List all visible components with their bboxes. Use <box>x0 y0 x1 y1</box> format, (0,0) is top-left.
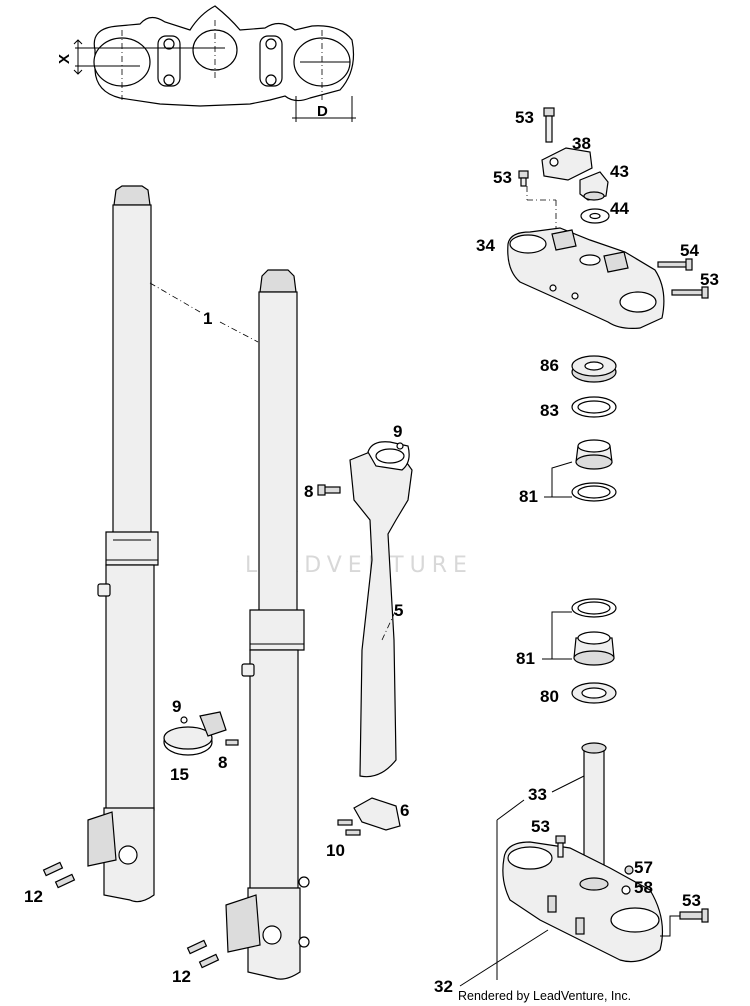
callout-8-bottom: 8 <box>218 753 227 772</box>
callout-12-left: 12 <box>24 887 43 906</box>
callout-81-upper: 81 <box>519 487 538 506</box>
callout-15: 15 <box>170 765 189 784</box>
callout-10: 10 <box>326 841 345 860</box>
callout-53-stem: 53 <box>531 817 550 836</box>
lower-triple-clamp-32 <box>502 742 709 963</box>
callout-43: 43 <box>610 162 629 181</box>
callout-6: 6 <box>400 801 409 820</box>
triple-clamp-dimension-view: X D <box>56 5 356 122</box>
callout-44: 44 <box>610 199 629 218</box>
clip-6 <box>337 797 401 836</box>
clamp-15 <box>163 711 239 756</box>
callout-33: 33 <box>528 785 547 804</box>
callout-12-right: 12 <box>172 967 191 986</box>
fork-leg-left <box>87 185 159 903</box>
callout-83: 83 <box>540 401 559 420</box>
callout-32: 32 <box>434 977 453 996</box>
dimension-x-label: X <box>56 54 73 64</box>
bearing-stack-lower <box>571 598 617 704</box>
callout-53-top: 53 <box>515 108 534 127</box>
callout-53-small: 53 <box>493 168 512 187</box>
callout-9-bottom: 9 <box>172 697 181 716</box>
callout-9-top: 9 <box>393 422 402 441</box>
upper-triple-clamp-hardware <box>518 107 610 224</box>
callout-38: 38 <box>572 134 591 153</box>
callout-34: 34 <box>476 236 495 255</box>
fork-guard <box>349 441 413 778</box>
callout-1: 1 <box>203 309 212 328</box>
callout-81-lower: 81 <box>516 649 535 668</box>
callout-5: 5 <box>394 601 403 620</box>
render-credit: Rendered by LeadVenture, Inc. <box>458 989 631 1003</box>
callout-57: 57 <box>634 858 653 877</box>
callout-53-right: 53 <box>700 270 719 289</box>
screws-12-right <box>186 939 220 969</box>
screws-12-left <box>42 861 76 889</box>
callout-8-top: 8 <box>304 482 313 501</box>
bearing-stack-upper <box>571 355 617 502</box>
callout-86: 86 <box>540 356 559 375</box>
screw-8-top <box>317 484 341 496</box>
callout-53-lower-right: 53 <box>682 891 701 910</box>
fork-leg-right <box>225 269 310 980</box>
dimension-d-label: D <box>317 103 328 120</box>
upper-triple-clamp-34 <box>507 227 709 329</box>
callout-58: 58 <box>634 878 653 897</box>
callout-80: 80 <box>540 687 559 706</box>
callout-54: 54 <box>680 241 699 260</box>
